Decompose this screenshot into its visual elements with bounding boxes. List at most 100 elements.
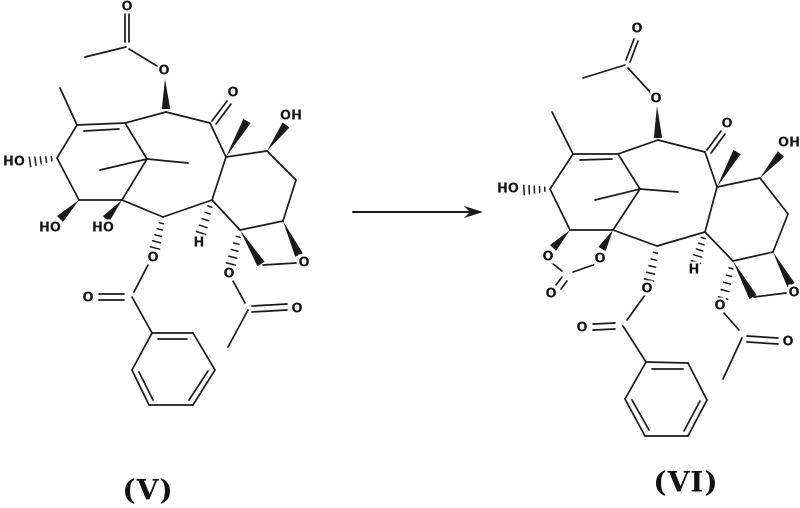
bond [626, 294, 646, 321]
reaction-arrow [352, 206, 483, 218]
bond [551, 262, 563, 272]
atom-label-backing [40, 219, 60, 235]
bond [124, 122, 148, 160]
wedge-bond [760, 151, 785, 178]
atom-label-HO: HO [497, 182, 519, 197]
bond [549, 153, 574, 190]
bond [710, 133, 726, 154]
bond [627, 67, 652, 94]
bond [131, 332, 153, 371]
bond [549, 188, 571, 231]
bond [188, 370, 209, 401]
atom-label-O: O [576, 321, 587, 336]
bond [133, 262, 150, 293]
bond [592, 322, 616, 325]
bond [211, 156, 227, 201]
atom-label-H: H [194, 236, 205, 251]
bond [772, 213, 789, 253]
bond [624, 361, 647, 400]
atom-label-O: O [631, 22, 642, 37]
hash-bond [28, 156, 32, 168]
atom-label-HO: HO [92, 221, 114, 236]
bond [560, 280, 568, 290]
bond [622, 325, 647, 363]
hash-bond [232, 242, 240, 246]
hash-bond [198, 224, 208, 229]
hash-bond [230, 248, 239, 253]
atom-label-O: O [227, 86, 238, 101]
atom-label-O: O [714, 299, 725, 314]
wedge-bond [717, 149, 741, 187]
bond [251, 309, 288, 313]
atom-label-backing [631, 20, 643, 36]
bond [645, 361, 689, 364]
bond [211, 199, 241, 231]
bond [746, 335, 779, 339]
atom-label-backing [147, 249, 159, 265]
bond [582, 64, 626, 79]
bond [56, 124, 78, 159]
bond [239, 220, 284, 231]
wedge-bond [102, 200, 122, 222]
bond [551, 111, 574, 155]
bond [225, 150, 268, 158]
hash-bond [652, 251, 659, 255]
bond [631, 399, 650, 431]
hash-bond [204, 211, 211, 215]
atom-label-backing [721, 115, 733, 131]
atom-label-backing [82, 289, 94, 305]
hash-bond [235, 235, 241, 239]
atom-label-backing [688, 261, 700, 277]
atom-label-backing [545, 285, 557, 301]
atom-label-O: O [158, 64, 169, 79]
hash-bond [45, 156, 48, 164]
hash-bond [695, 248, 704, 252]
wedge-bond [773, 252, 795, 288]
bond [211, 100, 228, 122]
bond [59, 87, 78, 126]
atom-label-O: O [121, 0, 132, 15]
hash-bond [149, 246, 161, 250]
bond [687, 362, 708, 401]
bond [84, 46, 127, 58]
atom-label-backing [498, 180, 518, 196]
atom-label-O: O [641, 282, 652, 297]
atom-label-backing [779, 134, 799, 150]
atom-label-backing [714, 297, 726, 313]
atom-label-backing [121, 0, 133, 14]
atom-label-O: O [782, 335, 793, 350]
hash-bond [228, 255, 238, 260]
wedge-bond [549, 230, 570, 251]
hash-bond [195, 230, 207, 236]
bond [124, 111, 167, 124]
bond [215, 103, 232, 125]
atom-label-O: O [82, 291, 93, 306]
bond [555, 276, 563, 286]
hash-bond [645, 271, 656, 275]
hash-bond [720, 288, 730, 293]
bond [282, 179, 297, 222]
bond [612, 229, 658, 247]
hash-bond [693, 254, 703, 258]
atom-label-backing [576, 319, 588, 335]
atom-label-backing [227, 84, 239, 100]
hash-bond [39, 156, 43, 165]
atom-label-backing [650, 90, 662, 106]
atom-label-backing [594, 250, 606, 266]
hash-bond [154, 233, 163, 238]
bond [131, 296, 153, 334]
bond [262, 262, 297, 266]
bond [227, 309, 249, 348]
bond [704, 231, 734, 262]
hash-bond [722, 281, 732, 285]
bond [128, 48, 158, 67]
bond [592, 328, 616, 331]
atom-label-backing [298, 254, 310, 270]
atom-label-backing [93, 219, 113, 235]
bond [629, 40, 639, 63]
wedge-bond [267, 122, 290, 151]
bond [192, 332, 216, 371]
atom-label-O: O [545, 287, 556, 302]
